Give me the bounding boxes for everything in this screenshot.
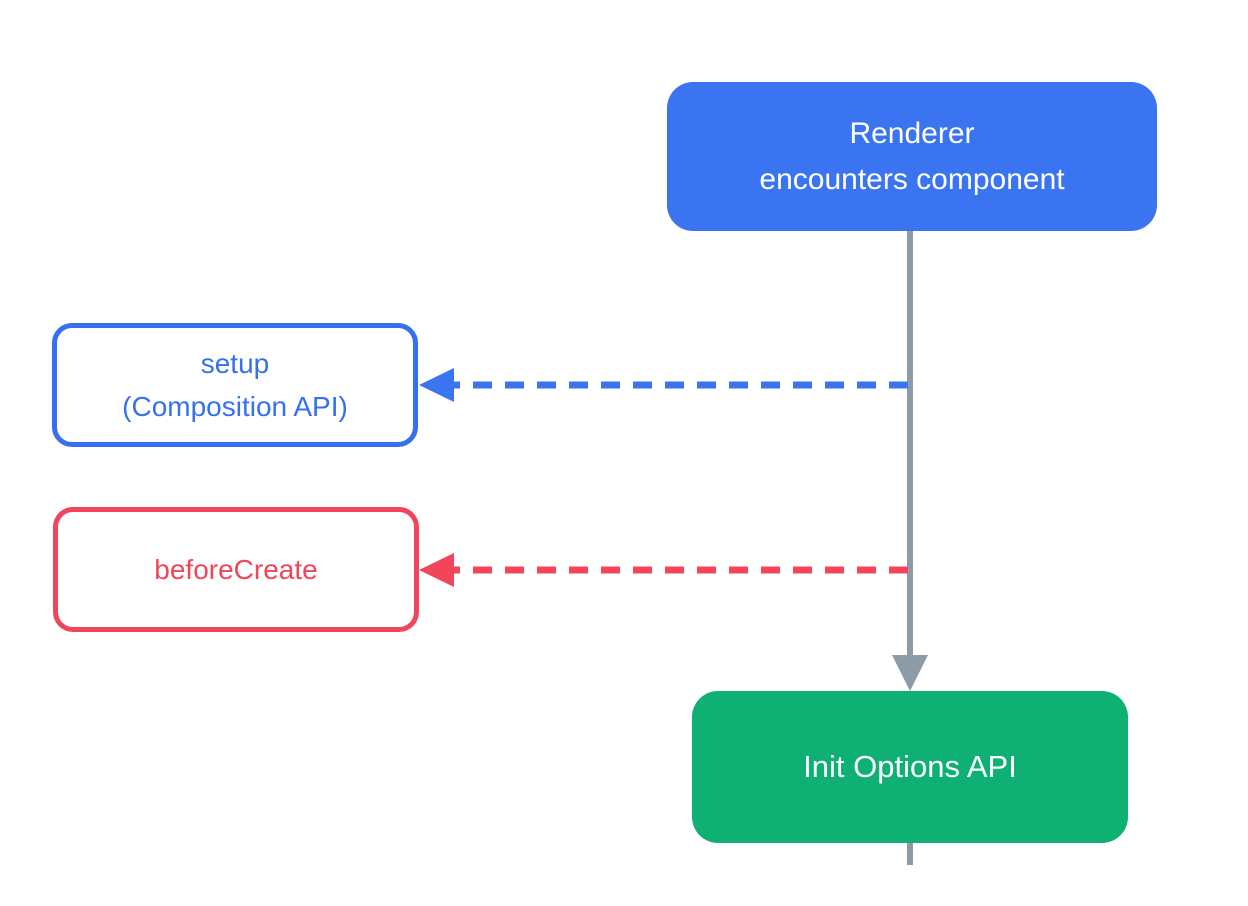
- node-renderer-label: Renderer encounters component: [759, 116, 1065, 196]
- main-flow-arrowhead: [892, 655, 928, 691]
- setup-connector-arrowhead: [419, 368, 454, 402]
- node-before-create: beforeCreate: [53, 507, 419, 632]
- node-renderer-encounters-component: Renderer encounters component: [667, 82, 1157, 231]
- node-setup-composition-api: setup (Composition API): [52, 323, 418, 447]
- node-setup-label: setup (Composition API): [122, 348, 348, 422]
- beforecreate-connector-arrowhead: [419, 553, 454, 587]
- node-init-options-label: Init Options API: [803, 749, 1017, 784]
- node-before-create-label: beforeCreate: [154, 553, 318, 585]
- node-init-options-api: Init Options API: [692, 691, 1128, 843]
